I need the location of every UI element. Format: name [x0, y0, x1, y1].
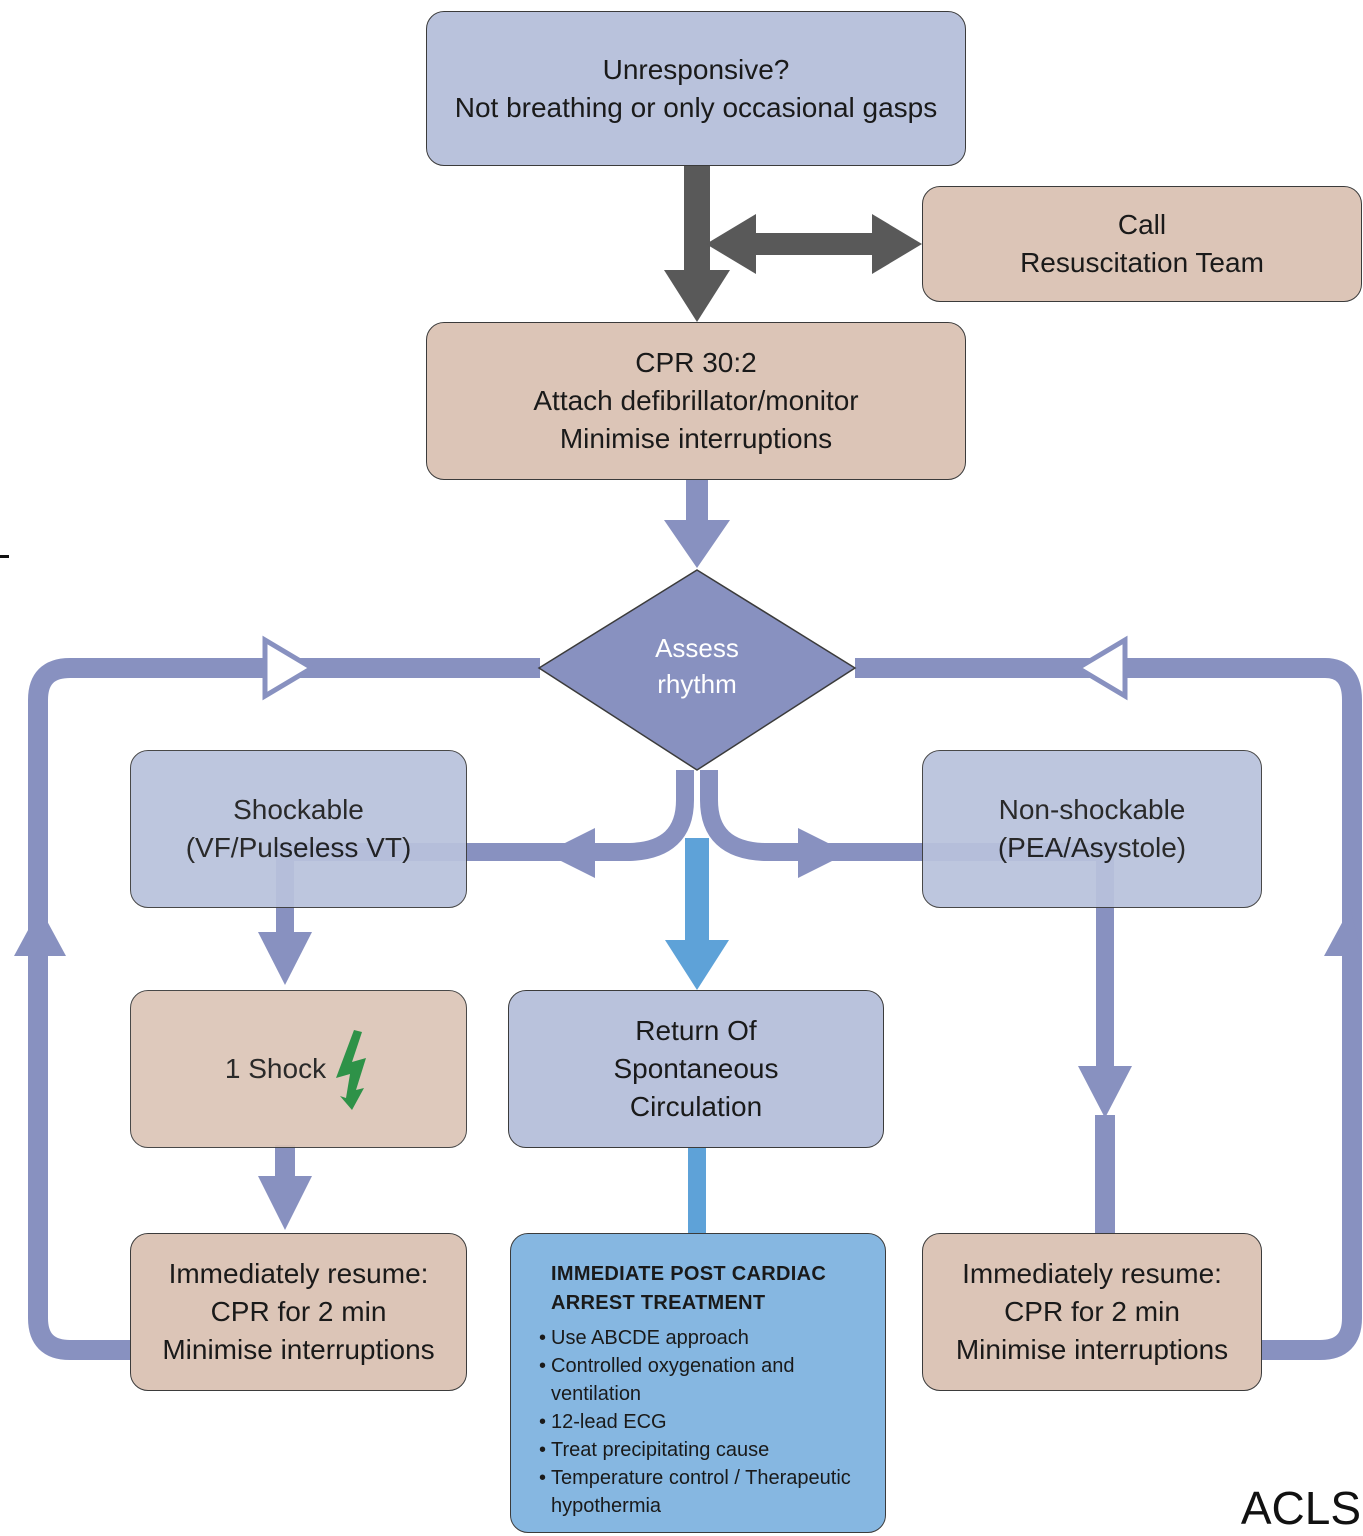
left-loop-up-arrow — [14, 908, 66, 956]
resume-left-line-2: CPR for 2 min — [210, 1296, 387, 1327]
rosc-arrowhead — [665, 940, 729, 990]
rosc-line-1: Return Of — [635, 1015, 757, 1046]
shock-to-resume-arrowhead — [258, 1176, 312, 1230]
split-left-arrowhead — [545, 828, 595, 878]
dark-connector — [684, 165, 710, 275]
shock-row: 1 Shock — [225, 1028, 372, 1110]
assess-rhythm-diamond — [537, 569, 857, 771]
right-loop-up-arrow — [1324, 908, 1362, 956]
resume-right-line-1: Immediately resume: — [962, 1258, 1222, 1289]
double-arrow-shaft — [750, 233, 880, 255]
non-shockable-down-arrowhead — [1078, 1066, 1132, 1118]
post-arrest-item: Use ABCDE approach — [539, 1324, 871, 1352]
right-loop-top-arrow — [1073, 635, 1128, 701]
resume-right-box: Immediately resume: CPR for 2 min Minimi… — [922, 1233, 1262, 1391]
resume-right-line-3: Minimise interruptions — [955, 1334, 1229, 1365]
left-loop — [28, 658, 540, 1360]
non-shockable-to-resume-connector — [1095, 1115, 1115, 1237]
right-loop — [855, 658, 1362, 1360]
call-team-line-2: Resuscitation Team — [1020, 247, 1264, 278]
post-arrest-list: Use ABCDE approach Controlled oxygenatio… — [539, 1324, 871, 1520]
shockable-box: Shockable (VF/Pulseless VT) — [130, 750, 467, 908]
rosc-to-post-connector — [688, 1145, 706, 1237]
double-arrow-right-head — [872, 214, 922, 274]
edge-tick — [0, 555, 9, 558]
assess-line-1: Assess — [655, 633, 739, 663]
down-arrowhead-assess — [664, 520, 730, 568]
call-team-line-1: Call — [1117, 209, 1167, 240]
rosc-connector — [685, 838, 709, 948]
resume-left-line-1: Immediately resume: — [168, 1258, 429, 1289]
left-loop-top-arrow — [262, 635, 317, 701]
shockable-line-2: (VF/Pulseless VT) — [185, 832, 412, 863]
footer-label: ACLS — [1240, 1482, 1361, 1534]
lightning-bolt-icon — [336, 1030, 367, 1110]
unresponsive-line-2: Not breathing or only occasional gasps — [454, 91, 938, 123]
split-left-path — [276, 770, 694, 940]
shock-box: 1 Shock — [130, 990, 467, 1148]
assess-line-2: rhythm — [657, 669, 737, 699]
post-arrest-item: Temperature control / Therapeutic hypoth… — [539, 1464, 871, 1520]
assess-rhythm-label: Assess rhythm — [597, 630, 797, 702]
shockable-line-1: Shockable — [233, 794, 364, 825]
post-arrest-item: Controlled oxygenation and ventilation — [539, 1352, 871, 1408]
resume-left-box: Immediately resume: CPR for 2 min Minimi… — [130, 1233, 467, 1391]
rosc-line-2: Spontaneous — [613, 1053, 779, 1084]
cpr-line-3: Minimise interruptions — [559, 423, 833, 454]
post-arrest-item: Treat precipitating cause — [539, 1436, 871, 1464]
unresponsive-line-1: Unresponsive? — [602, 53, 790, 85]
cpr-to-assess-connector — [686, 480, 708, 525]
double-arrow-left-head — [706, 214, 756, 274]
resume-right-line-2: CPR for 2 min — [1004, 1296, 1180, 1327]
cpr-line-1: CPR 30:2 — [635, 347, 757, 378]
post-arrest-title-1: IMMEDIATE POST CARDIAC — [551, 1263, 827, 1285]
rosc-line-3: Circulation — [629, 1091, 763, 1122]
cpr-box: CPR 30:2 Attach defibrillator/monitor Mi… — [426, 322, 966, 480]
rosc-box: Return Of Spontaneous Circulation — [508, 990, 884, 1148]
post-arrest-title-2: ARREST TREATMENT — [551, 1292, 766, 1314]
non-shockable-line-2: (PEA/Asystole) — [997, 832, 1187, 863]
split-right-arrowhead — [798, 828, 848, 878]
post-arrest-item: 12-lead ECG — [539, 1408, 871, 1436]
unresponsive-box: Unresponsive? Not breathing or only occa… — [426, 11, 966, 166]
down-arrowhead-dark — [664, 270, 730, 322]
shockable-to-shock-arrowhead — [258, 932, 312, 985]
post-arrest-box: IMMEDIATE POST CARDIAC ARREST TREATMENT … — [510, 1233, 886, 1533]
non-shockable-box: Non-shockable (PEA/Asystole) — [922, 750, 1262, 908]
split-right-path — [700, 770, 1114, 1070]
non-shockable-line-1: Non-shockable — [998, 794, 1186, 825]
resume-left-line-3: Minimise interruptions — [162, 1334, 435, 1365]
shock-label: 1 Shock — [224, 1053, 327, 1084]
shock-to-resume-connector — [275, 1145, 295, 1185]
cpr-line-2: Attach defibrillator/monitor — [533, 385, 859, 416]
call-team-box: Call Resuscitation Team — [922, 186, 1362, 302]
